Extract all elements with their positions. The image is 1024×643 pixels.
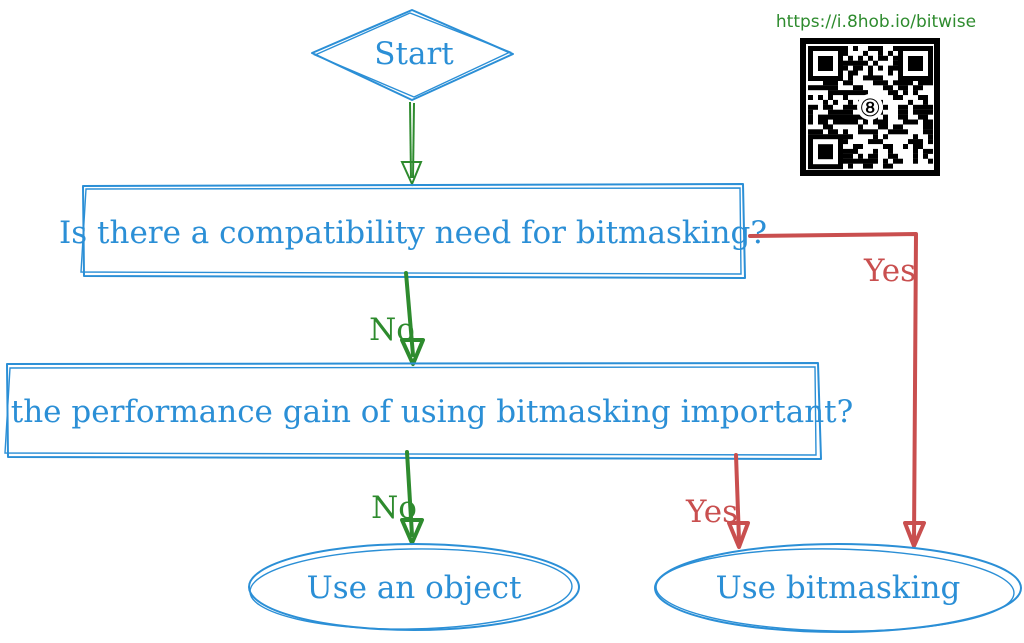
arrow-q2-yes: Yes: [685, 453, 750, 549]
question-performance-node[interactable]: Is the performance gain of using bitmask…: [0, 362, 853, 460]
use-bitmasking-label: Use bitmasking: [716, 570, 961, 606]
arrow-q1-yes: Yes: [748, 232, 926, 548]
question-performance-label: Is the performance gain of using bitmask…: [0, 394, 853, 430]
qr-center-icon: ⑧: [859, 94, 881, 122]
arrow-q2-no: No: [371, 450, 424, 545]
start-node[interactable]: Start: [311, 9, 514, 101]
use-object-label: Use an object: [307, 570, 522, 606]
qr-code: ⑧: [800, 38, 940, 176]
q1-no-label: No: [369, 312, 415, 348]
q2-yes-label: Yes: [685, 494, 738, 530]
question-compatibility-node[interactable]: Is there a compatibility need for bitmas…: [59, 183, 767, 279]
start-label: Start: [374, 36, 454, 72]
use-bitmasking-node[interactable]: Use bitmasking: [654, 543, 1022, 634]
q1-yes-label: Yes: [863, 253, 916, 289]
use-object-node[interactable]: Use an object: [248, 543, 580, 632]
source-url[interactable]: https://i.8hob.io/bitwise: [776, 12, 976, 32]
arrow-start-to-q1: [400, 101, 423, 187]
arrow-q1-no: No: [369, 271, 425, 366]
question-compatibility-label: Is there a compatibility need for bitmas…: [59, 215, 767, 251]
q2-no-label: No: [371, 490, 417, 526]
